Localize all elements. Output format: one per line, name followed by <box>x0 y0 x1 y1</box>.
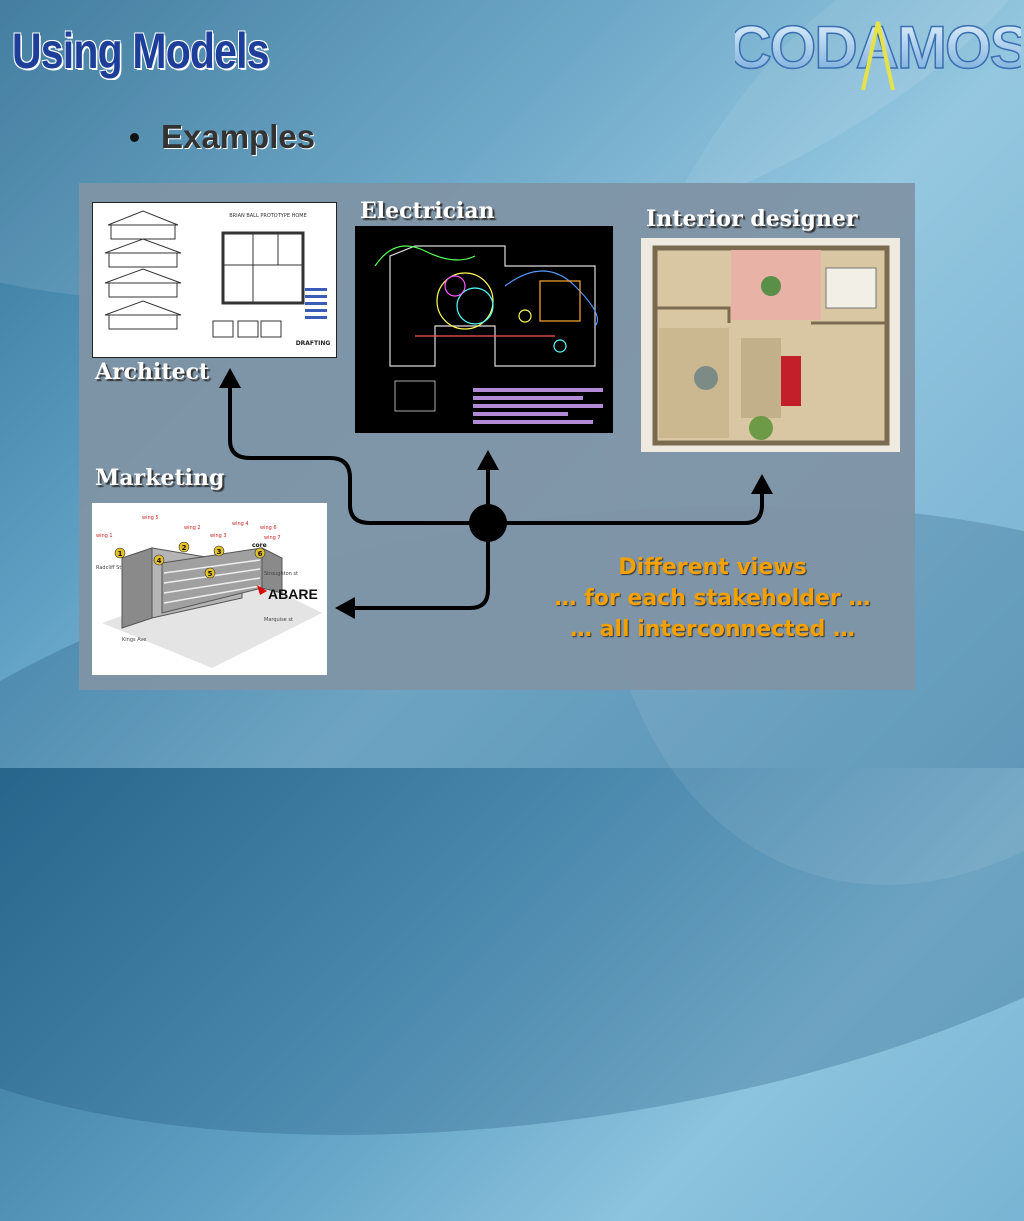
electrician-label: Electrician <box>360 198 495 224</box>
bullet-item: Examples <box>130 118 315 156</box>
interconnection-arrows <box>219 368 773 619</box>
svg-text:6: 6 <box>258 550 263 558</box>
interior-designer-drawing <box>641 238 900 452</box>
svg-text:4: 4 <box>157 557 162 565</box>
arrow-up-icon <box>219 368 241 388</box>
caption: Different views … for each stakeholder …… <box>520 552 905 645</box>
svg-text:wing 7: wing 7 <box>264 535 281 541</box>
svg-text:BRIAN BALL PROTOTYPE HOME: BRIAN BALL PROTOTYPE HOME <box>229 213 307 219</box>
bullet-text: Examples <box>161 118 316 155</box>
slide-title: Using Models <box>12 23 270 79</box>
svg-text:1: 1 <box>118 550 123 558</box>
svg-text:wing 2: wing 2 <box>184 525 201 531</box>
architect-drawing: BRIAN BALL PROTOTYPE HOME DRAFTING <box>92 202 337 358</box>
architect-label: Architect <box>95 359 210 385</box>
svg-text:wing 4: wing 4 <box>232 521 249 527</box>
svg-text:Marquise st: Marquise st <box>264 617 293 623</box>
caption-line: … for each stakeholder … <box>554 586 871 611</box>
svg-text:3: 3 <box>217 548 222 556</box>
arrow-up-icon <box>477 450 499 470</box>
svg-text:Kings Ave: Kings Ave <box>122 637 146 643</box>
marketing-label: Marketing <box>95 465 225 491</box>
svg-text:wing 3: wing 3 <box>210 533 227 539</box>
electrician-drawing <box>355 226 613 433</box>
bullet-dot-icon <box>130 132 139 142</box>
caption-line: … all interconnected … <box>569 617 856 642</box>
arrow-left-icon <box>335 597 355 619</box>
codamos-logo: CODAMOS <box>735 13 1021 91</box>
svg-text:wing 5: wing 5 <box>142 515 159 521</box>
marketing-image: 1 2 3 4 5 6 wing 1 wing 2 wing 3 wing 4 … <box>92 503 327 675</box>
interior-designer-label: Interior designer <box>646 206 858 232</box>
arrow-up-icon <box>751 474 773 494</box>
caption-line: Different views <box>618 555 807 580</box>
svg-text:wing 1: wing 1 <box>96 533 113 539</box>
svg-text:ABARE: ABARE <box>268 586 318 602</box>
svg-text:wing 6: wing 6 <box>260 525 277 531</box>
svg-text:core: core <box>252 542 267 549</box>
svg-text:5: 5 <box>208 570 213 578</box>
svg-text:2: 2 <box>182 544 187 552</box>
svg-text:DRAFTING: DRAFTING <box>296 340 331 347</box>
svg-text:Stroughton st: Stroughton st <box>264 571 298 577</box>
hub-node-icon <box>469 504 507 542</box>
svg-text:Radcliff St: Radcliff St <box>96 565 121 571</box>
